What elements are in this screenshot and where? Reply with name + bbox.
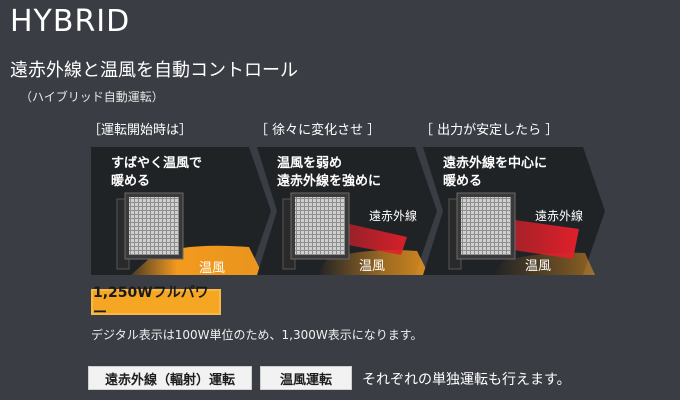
stage-text: 温風を弱め 遠赤外線を強めに [277, 156, 382, 189]
infrared-label: 遠赤外線 [535, 209, 584, 223]
page-title: HYBRID [10, 4, 131, 39]
stage-label-transition: ［ 徐々に変化させ ］ [255, 123, 381, 138]
page-subtitle: 遠赤外線と温風を自動コントロール [10, 60, 298, 81]
warm-air-label: 温風 [359, 259, 386, 274]
infrared-label: 遠赤外線 [369, 209, 418, 223]
warm-air-label: 温風 [525, 259, 552, 274]
heater-grille [129, 197, 179, 255]
power-badge: 1,250Wフルパワー [91, 285, 221, 321]
infrared-mode-button[interactable]: 遠赤外線（輻射）運転 [88, 366, 252, 390]
stage-panel-transition: 温風を弱め 遠赤外線を強めに 遠赤外線 温風 [257, 147, 437, 275]
stage-text: すばやく温風で 暖める [111, 156, 203, 189]
stage-label-stable: ［ 出力が安定したら ］ [420, 123, 559, 138]
stage-panel-start: すばやく温風で 暖める 温風 [91, 147, 271, 276]
heater-grille [295, 197, 345, 255]
stage-panel-stable-graphic [423, 147, 605, 275]
independent-mode-note: それぞれの単独運転も行えます。 [362, 372, 571, 388]
mode-note: （ハイブリッド自動運転） [20, 90, 164, 104]
stage-text: 遠赤外線を中心に 暖める [443, 156, 548, 189]
digital-display-note: デジタル表示は100W単位のため、1,300W表示になります。 [91, 328, 423, 342]
stage-panel-start-graphic [91, 147, 271, 275]
warm-air-mode-button[interactable]: 温風運転 [260, 366, 352, 390]
stage-panel-stable: 遠赤外線を中心に 暖める 遠赤外線 温風 [423, 147, 605, 275]
warm-air-label: 温風 [199, 261, 226, 276]
heater-grille [461, 197, 511, 255]
stage-panel-transition-graphic [257, 147, 437, 275]
stage-label-start: ［運転開始時は］ [88, 123, 193, 138]
